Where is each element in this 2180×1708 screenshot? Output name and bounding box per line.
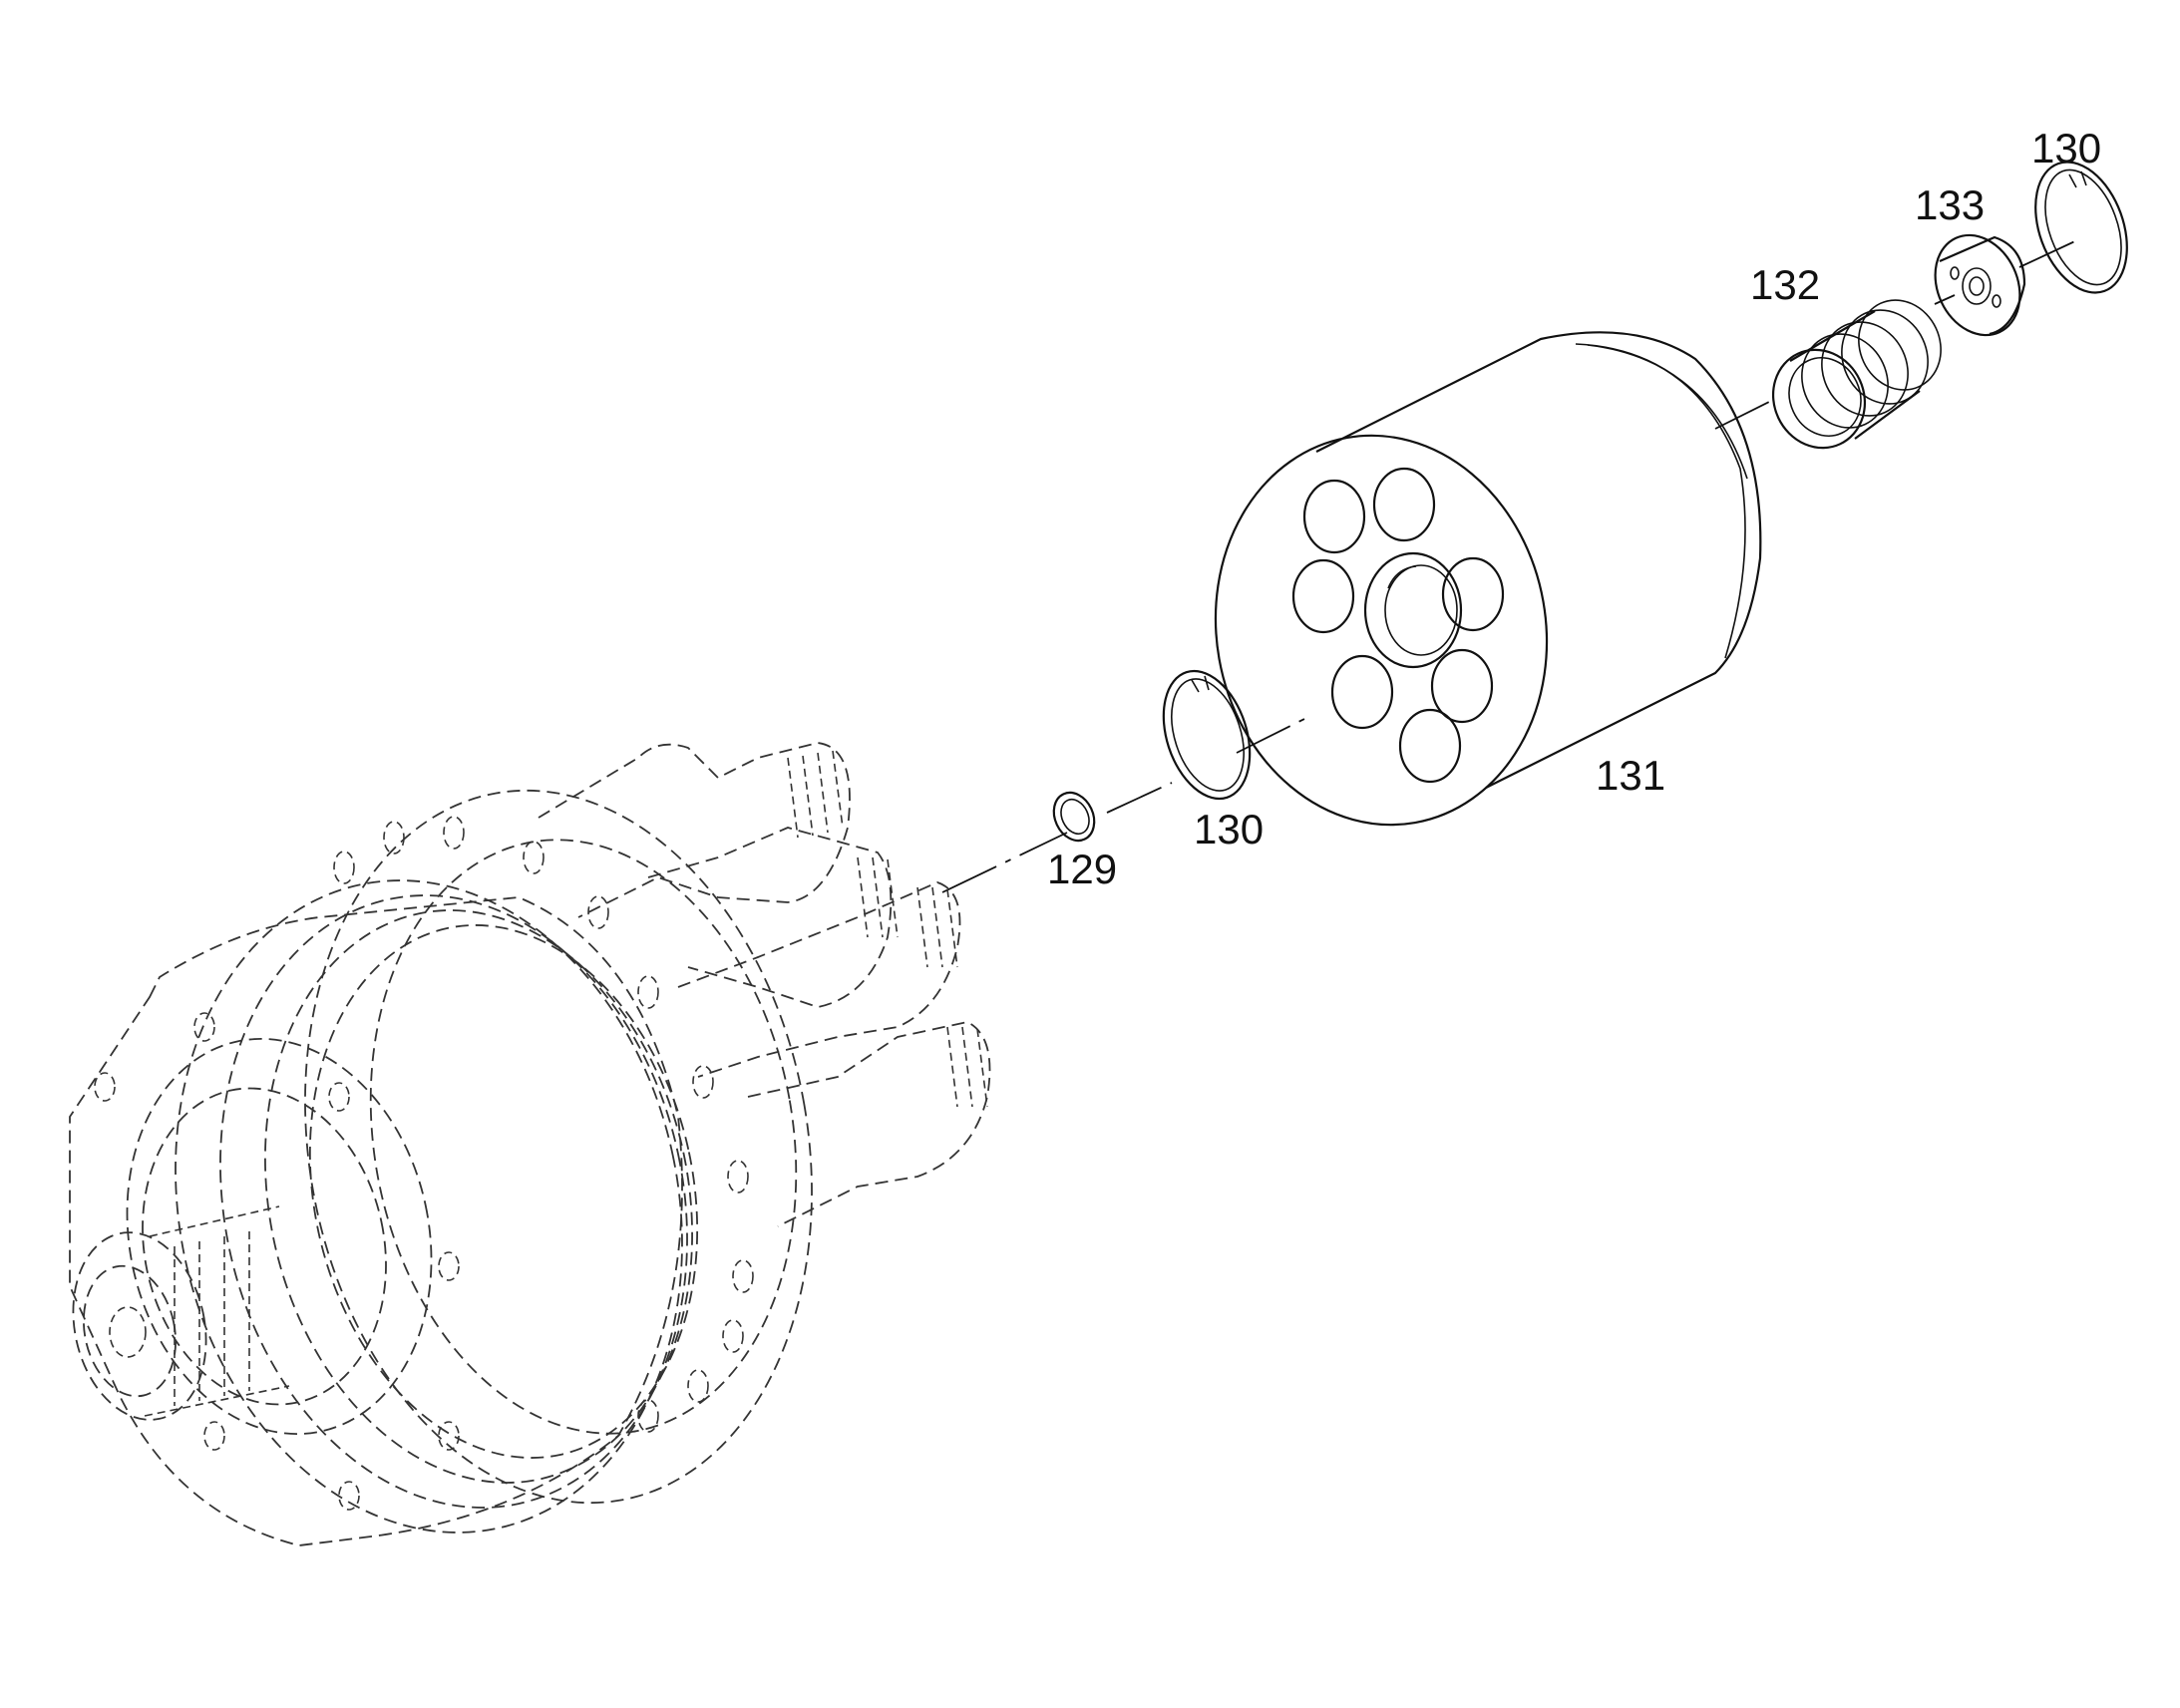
callout-130-rear: 130 [2031,125,2101,171]
part-131-cylinder-block [1214,331,1762,827]
part-129-ring [1052,791,1096,843]
ghost-pistons [538,742,991,1227]
part-133-spring-seat [1934,233,2026,337]
callout-131: 131 [1596,752,1665,799]
motor-assembly-ghost [69,742,991,1546]
part-130-rear-snap-ring [2034,161,2128,294]
piston-bores [1291,467,1505,784]
callout-130-front: 130 [1194,806,1264,853]
callout-132: 132 [1750,261,1820,308]
part-130-front-snap-ring [1162,669,1252,801]
callout-133: 133 [1915,181,1985,228]
assembly-centerline [941,238,2080,893]
part-132-spring [1771,299,1942,450]
callout-129: 129 [1047,846,1117,892]
